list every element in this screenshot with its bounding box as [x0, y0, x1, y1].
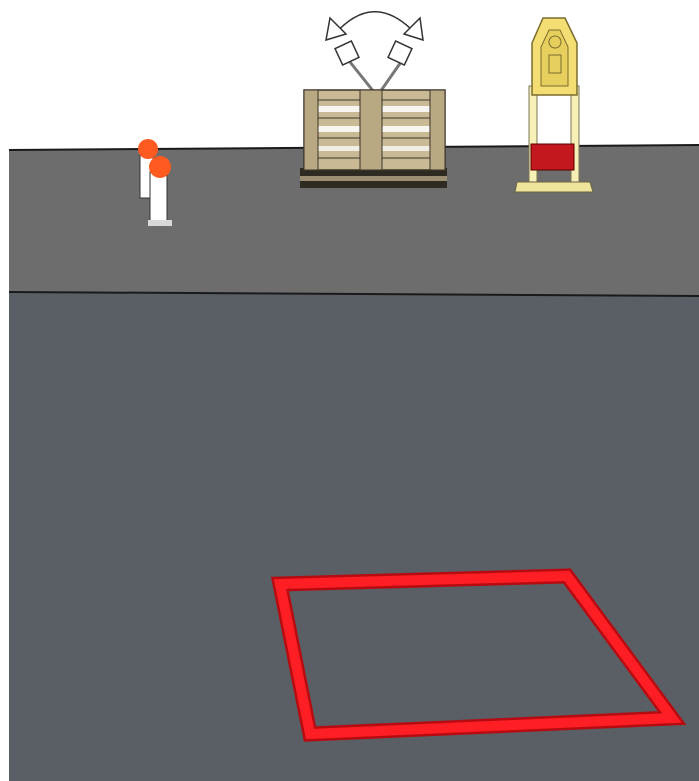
pallet-icon	[300, 89, 447, 188]
paper-target-icon	[514, 17, 594, 193]
popper-target-icon	[138, 139, 172, 226]
shooting-box-icon	[270, 568, 687, 742]
hanging-target-icon	[334, 40, 413, 93]
front-floor	[9, 292, 699, 781]
swing-arrow-icon	[325, 6, 424, 42]
front-floor-edge	[8, 291, 699, 297]
